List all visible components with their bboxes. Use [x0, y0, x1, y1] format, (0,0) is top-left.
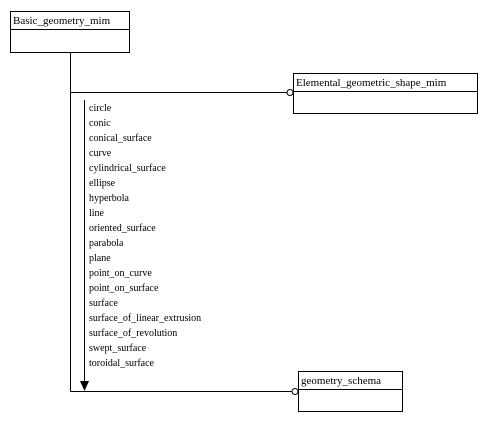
list-item: surface_of_linear_extrusion [89, 313, 202, 324]
referenced-items-list: circle conic conical_surface curve cylin… [89, 101, 201, 371]
geometry-schema-box[interactable]: geometry_schema [298, 371, 403, 412]
list-item: hyperbola [89, 193, 129, 204]
list-item: toroidal_surface [89, 358, 154, 369]
items-arrowhead [80, 381, 89, 391]
list-item: curve [89, 148, 112, 159]
list-item: cylindrical_surface [89, 163, 166, 174]
list-item: plane [89, 253, 111, 264]
list-item: ellipse [89, 178, 116, 189]
list-item: point_on_surface [89, 283, 159, 294]
list-item: conic [89, 118, 111, 129]
elemental-geometric-shape-mim-title: Elemental_geometric_shape_mim [294, 74, 477, 92]
list-item: oriented_surface [89, 223, 156, 234]
list-item: parabola [89, 238, 124, 249]
list-item: surface [89, 298, 118, 309]
basic-geometry-mim-box[interactable]: Basic_geometry_mim [10, 11, 130, 53]
list-item: circle [89, 103, 112, 114]
basic-geometry-mim-title: Basic_geometry_mim [11, 12, 129, 30]
list-item: swept_surface [89, 343, 147, 354]
list-item: line [89, 208, 104, 219]
list-item: conical_surface [89, 133, 152, 144]
elemental-geometric-shape-mim-box[interactable]: Elemental_geometric_shape_mim [293, 73, 478, 114]
list-item: point_on_curve [89, 268, 152, 279]
geometry-schema-title: geometry_schema [299, 372, 402, 390]
list-item: surface_of_revolution [89, 328, 178, 339]
